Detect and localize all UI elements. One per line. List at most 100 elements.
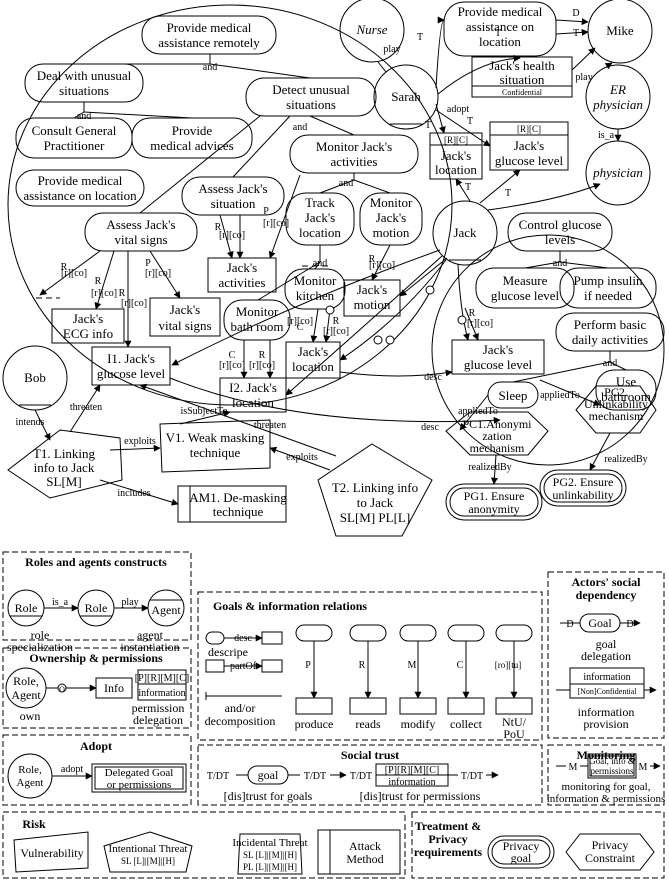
nurse-agent: [339, 0, 405, 63]
svg-text:goal: goal: [596, 637, 617, 651]
svg-text:permission: permission: [132, 701, 185, 715]
svg-text:Jack's health: Jack's health: [489, 58, 555, 73]
svg-text:Monitor: Monitor: [294, 273, 337, 288]
svg-text:Jack's: Jack's: [441, 148, 472, 163]
svg-text:Privacy: Privacy: [503, 839, 540, 853]
svg-text:T: T: [495, 28, 501, 39]
svg-text:T2. Linking info: T2. Linking info: [332, 480, 418, 495]
svg-text:assistance on location: assistance on location: [23, 188, 137, 203]
threat-t1: [7, 429, 123, 499]
svg-text:realizedBy: realizedBy: [604, 454, 647, 465]
legend-ownership-panel: [2, 647, 192, 729]
svg-text:R: R: [333, 316, 340, 327]
svg-text:partOf: partOf: [230, 661, 257, 672]
svg-text:vital signs: vital signs: [114, 232, 167, 247]
svg-text:Delegated Goal: Delegated Goal: [105, 767, 174, 779]
svg-text:Role,: Role,: [13, 674, 39, 688]
svg-text:produce: produce: [295, 717, 334, 731]
svg-text:desc: desc: [424, 372, 442, 383]
svg-text:Jack's: Jack's: [483, 342, 514, 357]
svg-text:Goal, info &: Goal, info &: [589, 756, 635, 766]
nurse-label: Nurse: [355, 22, 387, 37]
svg-text:Agent: Agent: [17, 777, 44, 789]
svg-text:[r][co]: [r][co]: [287, 316, 313, 327]
goal-provide-location: [15, 169, 145, 207]
svg-text:threaten: threaten: [70, 402, 102, 413]
info-jack-vital: [149, 297, 221, 337]
and-links: [73, 54, 627, 383]
bob-label: Bob: [24, 370, 46, 385]
svg-text:T/DT: T/DT: [304, 771, 326, 782]
legend-relation-arrows: [295, 624, 533, 715]
svg-text:adopt: adopt: [447, 104, 469, 115]
threat-t2: [317, 443, 433, 537]
svg-text:information & permissions: information & permissions: [547, 793, 666, 805]
svg-text:T: T: [505, 188, 511, 199]
legend: [2, 551, 665, 879]
svg-text:Jack's: Jack's: [227, 260, 258, 275]
svg-text:Info: Info: [104, 681, 124, 695]
svg-text:threaten: threaten: [254, 420, 286, 431]
svg-text:situations: situations: [59, 83, 109, 98]
svg-text:situation: situation: [500, 72, 545, 87]
svg-text:R: R: [119, 288, 126, 299]
svg-text:Unlinkability: Unlinkability: [584, 397, 648, 411]
svg-text:Measure: Measure: [503, 273, 548, 288]
legend-goals-info-panel: [197, 591, 543, 741]
er-physician-label: physician: [592, 97, 643, 112]
svg-text:Assess Jack's: Assess Jack's: [106, 217, 175, 232]
goal-provide-remote: [141, 15, 277, 55]
svg-text:Method: Method: [346, 852, 383, 866]
svg-text:desc: desc: [234, 633, 252, 644]
svg-text:D: D: [572, 8, 579, 19]
svg-text:and: and: [553, 258, 567, 269]
svg-text:Control glucose: Control glucose: [519, 217, 602, 232]
svg-text:O: O: [59, 685, 65, 694]
svg-text:[P][R][M][C]: [P][R][M][C]: [135, 673, 189, 684]
svg-text:motion: motion: [373, 225, 410, 240]
info-jack-glucose: [451, 339, 545, 375]
svg-text:includes: includes: [117, 488, 150, 499]
svg-text:own: own: [20, 709, 41, 723]
svg-text:and: and: [603, 358, 617, 369]
main-diagram: [2, 0, 665, 537]
svg-text:Social trust: Social trust: [341, 748, 399, 762]
svg-text:exploits: exploits: [124, 436, 156, 447]
jack-boundary: [431, 234, 665, 466]
svg-text:situations: situations: [286, 97, 336, 112]
svg-text:SL [L]|[M]|[H]: SL [L]|[M]|[H]: [243, 850, 297, 860]
svg-text:and/or: and/or: [225, 701, 256, 715]
svg-text:Role,: Role,: [18, 764, 42, 776]
svg-text:Provide medical: Provide medical: [458, 4, 543, 19]
svg-text:D: D: [626, 619, 633, 630]
svg-text:Provide medical: Provide medical: [167, 20, 252, 35]
svg-text:Detect unusual: Detect unusual: [272, 82, 350, 97]
svg-text:Adopt: Adopt: [80, 739, 112, 753]
svg-text:role: role: [31, 628, 50, 642]
social-links: [435, 16, 622, 211]
risk-links: [34, 383, 337, 506]
svg-text:Track: Track: [305, 195, 335, 210]
svg-text:modify: modify: [401, 717, 436, 731]
svg-text:C: C: [297, 322, 304, 333]
svg-text:Roles and agents constructs: Roles and agents constructs: [25, 555, 167, 569]
svg-text:info to Jack: info to Jack: [34, 460, 95, 475]
vulnerability-v1: [159, 419, 271, 473]
info-jack-ecg: [51, 308, 125, 344]
svg-text:NtU/: NtU/: [502, 715, 527, 729]
svg-text:[dis]trust for permissions: [dis]trust for permissions: [360, 789, 481, 803]
svg-text:C: C: [229, 350, 236, 361]
svg-text:Perform basic: Perform basic: [574, 317, 647, 332]
svg-text:C: C: [457, 660, 464, 671]
svg-text:I2. Jack's: I2. Jack's: [229, 380, 277, 395]
svg-text:[r][co]: [r][co]: [121, 298, 147, 309]
svg-text:vital signs: vital signs: [158, 318, 211, 333]
svg-text:Monitor: Monitor: [236, 304, 279, 319]
svg-text:goal: goal: [258, 768, 279, 782]
svg-text:Jack's: Jack's: [376, 210, 407, 225]
goal-assess-vital: [84, 212, 198, 252]
privacy-goal-pg2-inner: [543, 473, 623, 503]
svg-text:motion: motion: [354, 297, 391, 312]
svg-text:permissions: permissions: [590, 766, 633, 776]
svg-text:play: play: [575, 72, 592, 83]
